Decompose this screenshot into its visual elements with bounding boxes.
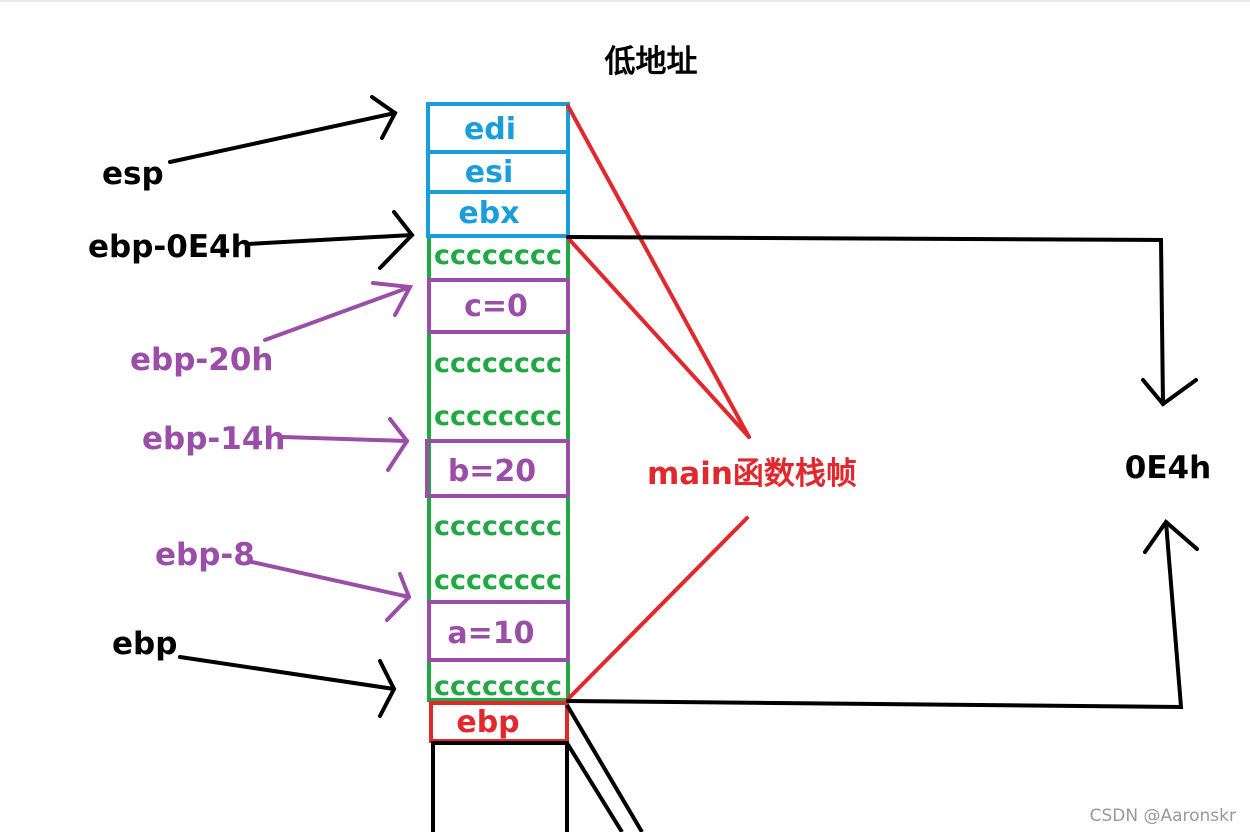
ebx-cell: [426, 190, 570, 238]
a-text: a=10: [447, 616, 534, 651]
c-text: c=0: [464, 289, 528, 324]
ebp-20h-arrow: [263, 281, 414, 342]
ebp-14h-label: ebp-14h: [142, 421, 285, 457]
ebp-8-arrow: [250, 560, 412, 622]
ebp-20h-label: ebp-20h: [130, 342, 273, 378]
size-bracket-bottom: [566, 519, 1199, 710]
esp-label: esp: [102, 156, 164, 192]
b-cell: [425, 439, 570, 498]
ebp-14h-arrow: [281, 417, 410, 472]
c-cell: [427, 278, 570, 334]
ebp-0e4h-label: ebp-0E4h: [88, 229, 253, 265]
cc-text-4: cccccccc: [434, 511, 562, 542]
caller-frame-box: [431, 741, 569, 832]
main-frame-label: main函数栈帧: [647, 456, 857, 492]
ebp-8-label: ebp-8: [155, 537, 255, 573]
cc-text-5: cccccccc: [434, 565, 562, 596]
b-text: b=20: [448, 454, 536, 489]
csdn-watermark: CSDN @Aaronskr: [1089, 806, 1236, 826]
ebp-arrow: [178, 655, 397, 718]
edi-text: edi: [464, 112, 516, 147]
ebp-0e4h-arrow: [246, 210, 415, 270]
low-address-title: 低地址: [604, 44, 698, 80]
ebp-label: ebp: [112, 626, 177, 662]
saved-ebp-text: ebp: [456, 705, 519, 740]
esp-arrow: [168, 95, 398, 164]
cc-text-3: cccccccc: [434, 401, 562, 432]
esi-text: esi: [465, 155, 514, 190]
main-frame-bracket: [566, 104, 751, 701]
size-bracket-top: [566, 235, 1198, 407]
size-label: 0E4h: [1125, 450, 1211, 486]
cc-text-6: cccccccc: [434, 671, 562, 702]
ebx-text: ebx: [458, 196, 519, 231]
cc-text-2: cccccccc: [434, 348, 562, 379]
caller-diagonal-1: [565, 703, 644, 832]
caller-diagonal-2: [565, 741, 624, 832]
cc-text-1: cccccccc: [434, 240, 562, 271]
a-cell: [427, 600, 570, 662]
